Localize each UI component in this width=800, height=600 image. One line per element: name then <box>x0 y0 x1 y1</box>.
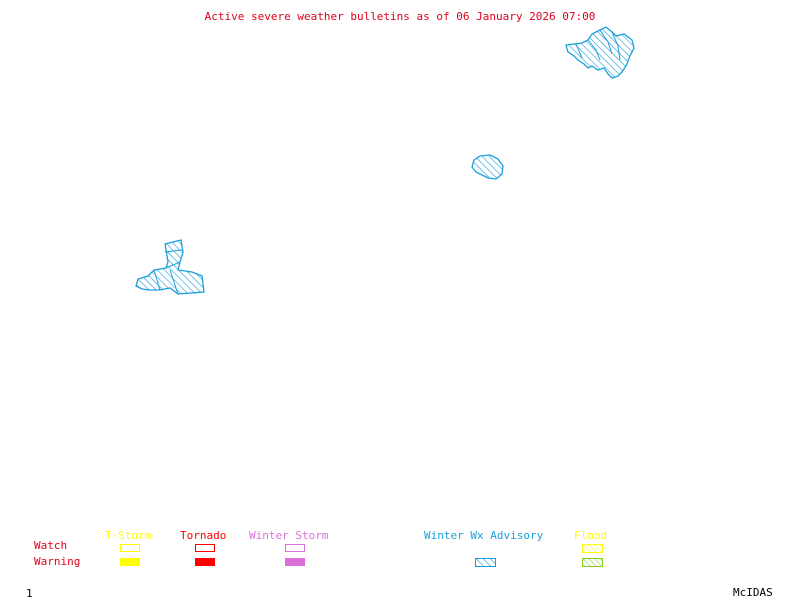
map-title: Active severe weather bulletins as of 06… <box>204 10 596 23</box>
alert-area-southwest[interactable] <box>135 239 205 295</box>
legend-tstorm-label: T-Storm <box>105 529 152 542</box>
legend-tstorm-watch-swatch <box>120 544 140 552</box>
software-label: McIDAS <box>733 586 773 599</box>
alert-area-northeast[interactable] <box>565 26 635 79</box>
legend-watch-label: Watch <box>34 539 68 552</box>
legend-flood-watch-swatch <box>582 544 603 553</box>
legend-tstorm-warning-swatch <box>120 558 140 566</box>
legend-tornado-warning-swatch <box>195 558 215 566</box>
legend-tornado-watch-swatch <box>195 544 215 552</box>
legend-winter-storm-warning-swatch <box>285 558 305 566</box>
alert-area-central[interactable] <box>471 154 504 180</box>
legend-tornado-label: Tornado <box>180 529 227 542</box>
legend-flood-warning-swatch <box>582 558 603 567</box>
legend-winter-storm-label: Winter Storm <box>249 529 329 542</box>
legend-winter-storm-watch-swatch <box>285 544 305 552</box>
legend-winter-wx-advisory-label: Winter Wx Advisory <box>424 529 544 542</box>
legend-winter-wx-advisory-swatch <box>475 558 496 567</box>
legend-warning-label: Warning <box>34 555 81 568</box>
frame-number: 1 <box>26 587 33 600</box>
legend-flood-label: Flood <box>574 529 608 542</box>
